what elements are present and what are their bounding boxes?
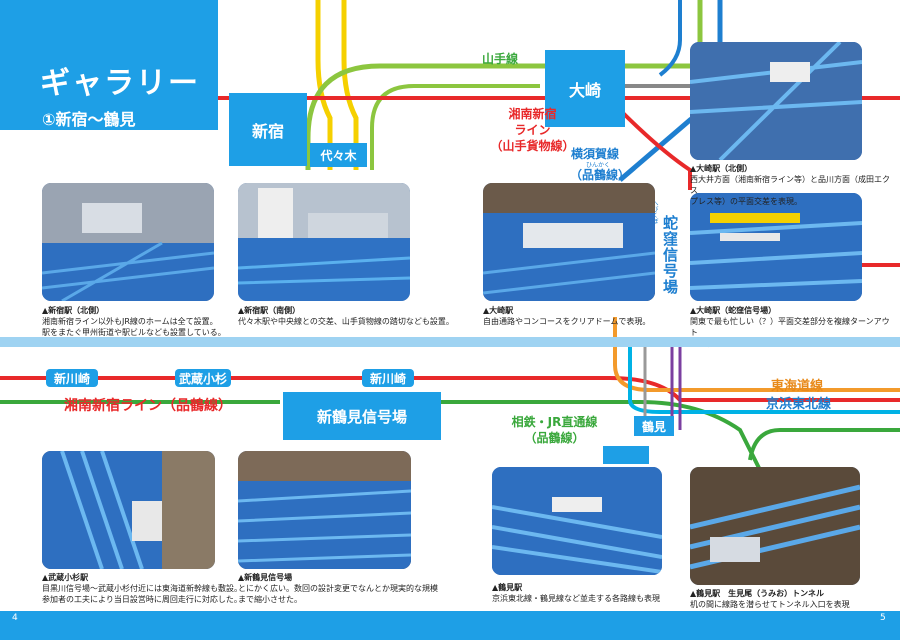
label-sotetsu: 相鉄・JR直通線 （品鶴線） [497, 414, 612, 446]
page-title: ギャラリー [40, 66, 200, 101]
caption-shinjuku-south: ▲新宿駅（南側） 代々木駅や中央線との交差、山手貨物線の踏切なども設置。 [238, 305, 468, 327]
caption-osaki-north: ▲大崎駅（北側） 西大井方面（湘南新宿ライン等）と品川方面（成田エクス プレス等… [690, 163, 890, 207]
caption-line: プレス等）の平面交差を表現。 [690, 197, 802, 206]
photo-osaki [483, 183, 655, 301]
caption-title: ▲新宿駅（北側） [42, 306, 105, 315]
label-sotetsu-line-1: 相鉄・JR直通線 [511, 415, 598, 429]
station-shintsurumi: 新鶴見信号場 [283, 392, 441, 440]
caption-title: ▲大崎駅 [483, 306, 514, 315]
photo-osaki-north [690, 42, 862, 160]
station-shinkawasaki-1: 新川崎 [46, 369, 98, 387]
divider-band [0, 337, 900, 347]
label-yokosuka: 横須賀線 [571, 147, 620, 161]
caption-title: ▲大崎駅（北側） [690, 164, 753, 173]
photo-umio-tunnel [690, 467, 860, 585]
caption-line: まで縮小させた。 [238, 595, 302, 604]
caption-title: ▲鶴見駅 [492, 583, 523, 592]
label-yamanote: 山手線 [482, 52, 519, 66]
caption-line: とにかく広い。数回の設計変更でなんとか現実的な規模 [238, 584, 438, 593]
caption-line: 自由通路やコンコースをクリアドームで表現。 [483, 317, 651, 326]
caption-line: 机の間に線路を潜らせてトンネル入口を表現 [690, 600, 850, 609]
caption-title: ▲鶴見駅 生見尾（うみお）トンネル [690, 589, 824, 598]
blue-line-top-right [658, 0, 682, 77]
caption-osaki: ▲大崎駅 自由通路やコンコースをクリアドームで表現。 [483, 305, 673, 327]
caption-line: 西大井方面（湘南新宿ライン等）と品川方面（成田エクス [690, 175, 890, 195]
page-number-left: 4 [12, 613, 18, 623]
caption-title: ▲武蔵小杉駅 [42, 573, 89, 582]
label-shonan-line-2: ライン [514, 123, 551, 137]
page-subtitle: ①新宿～鶴見 [42, 110, 136, 129]
caption-title: ▲新鶴見信号場 [238, 573, 293, 582]
tokaido-orange [613, 317, 900, 392]
station-musashikosugi: 武蔵小杉 [175, 369, 231, 387]
label-shonan-shinjuku: 湘南新宿 ライン （山手貨物線） [475, 106, 590, 154]
station-shinjuku: 新宿 [229, 93, 307, 166]
caption-line: 駅をまたぐ甲州街道や駅ビルなども設置している。 [42, 328, 226, 337]
caption-title: ▲大崎駅（蛇窪信号場） [690, 306, 777, 315]
caption-tsurumi: ▲鶴見駅 京浜東北線・鶴見線など並走する各路線も表現 [492, 582, 682, 604]
caption-title: ▲新宿駅（南側） [238, 306, 301, 315]
caption-umio-tunnel: ▲鶴見駅 生見尾（うみお）トンネル 机の間に線路を潜らせてトンネル入口を表現 [690, 588, 895, 610]
caption-line: 参加者の工夫により当日設営時に周回走行に対応した。 [42, 595, 242, 604]
caption-line: 代々木駅や中央線との交差、山手貨物線の踏切なども設置。 [238, 317, 454, 326]
station-tsurumi: 鶴見 [634, 416, 674, 436]
caption-line: 目黒川信号場～武蔵小杉付近には東海道新幹線も敷設。 [42, 584, 242, 593]
chuo-line-yellow-2 [341, 0, 359, 170]
photo-shintsurumi [238, 451, 411, 569]
photo-shinjuku-south [238, 183, 410, 301]
title-block [0, 0, 218, 130]
label-shonan-line-1: 湘南新宿 [508, 107, 557, 121]
label-hinkaku-ruby: ひんかく [586, 162, 611, 169]
caption-shinjuku-north: ▲新宿駅（北側） 湘南新宿ライン以外もJR線のホームは全て設置。 駅をまたぐ甲州… [42, 305, 232, 338]
photo-shinjuku-north [42, 183, 214, 301]
label-keihin: 京浜東北線 [766, 397, 832, 412]
keihin-sky [628, 347, 900, 414]
label-sotetsu-line-2: （品鶴線） [524, 431, 585, 445]
green-line-right [748, 428, 900, 461]
caption-musashikosugi: ▲武蔵小杉駅 目黒川信号場～武蔵小杉付近には東海道新幹線も敷設。 参加者の工夫に… [42, 572, 242, 605]
tsurumi-platform-box [603, 446, 649, 464]
caption-shintsurumi: ▲新鶴見信号場 とにかく広い。数回の設計変更でなんとか現実的な規模 まで縮小させ… [238, 572, 438, 605]
station-yoyogi: 代々木 [310, 143, 367, 167]
caption-line: 湘南新宿ライン以外もJR線のホームは全て設置。 [42, 317, 218, 326]
station-osaki: 大崎 [545, 50, 625, 127]
label-tokaido: 東海道線 [771, 379, 824, 394]
footer-band [0, 611, 900, 640]
photo-hebikubo [690, 193, 862, 301]
caption-line: 京浜東北線・鶴見線など並走する各路線も表現 [492, 594, 660, 603]
label-hebikubo: 蛇窪信号場 [661, 215, 679, 295]
page-number-right: 5 [880, 613, 886, 623]
label-shonan-line-3: （山手貨物線） [490, 139, 575, 153]
label-hinkaku: （品鶴線） [570, 168, 631, 182]
photo-tsurumi [492, 467, 662, 575]
red-line-to-right [618, 108, 692, 190]
caption-line: 関東で最も忙しい（？）平面交差部分を複線ターンアウト [690, 317, 890, 337]
label-shonan-hinkaku: 湘南新宿ライン（品鶴線） [64, 398, 232, 414]
station-shinkawasaki-2: 新川崎 [362, 369, 414, 387]
photo-musashikosugi [42, 451, 215, 569]
